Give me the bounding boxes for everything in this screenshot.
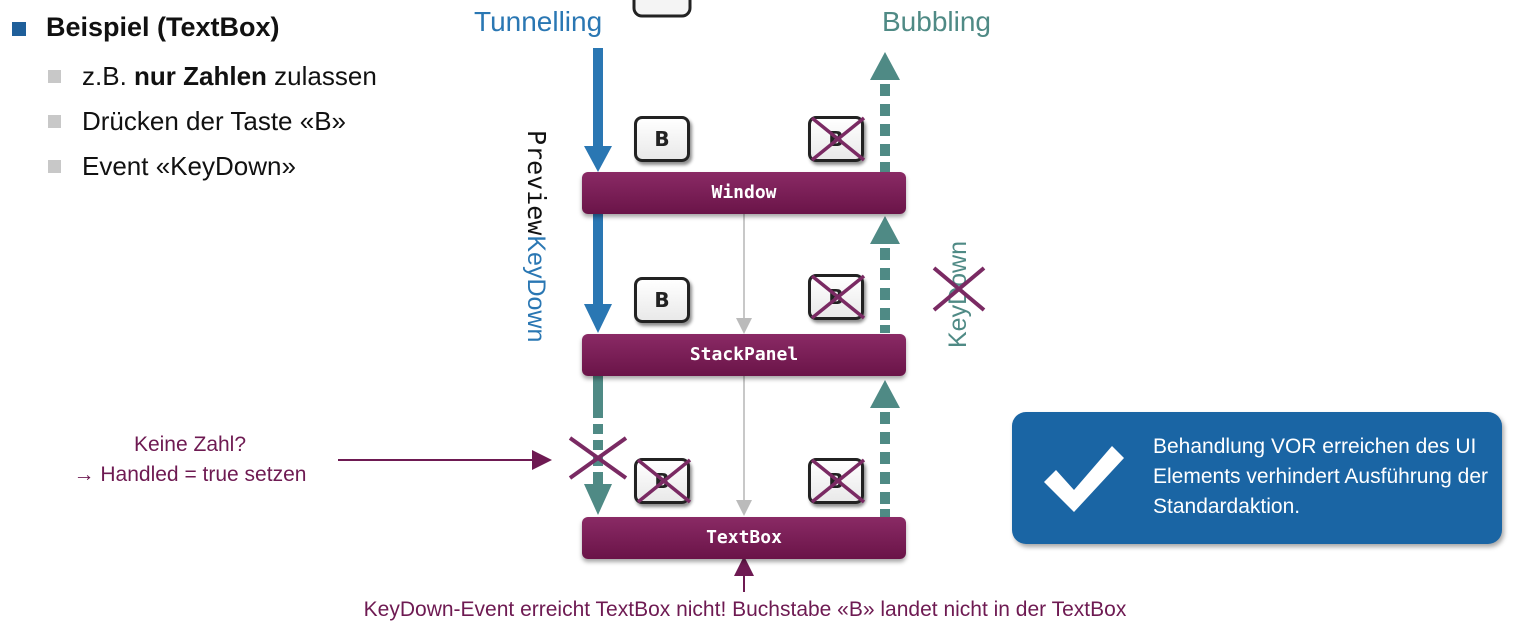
bullet-item-event: Event «KeyDown» <box>82 151 296 181</box>
bubbling-label: Bubbling <box>882 6 991 37</box>
tunnelling-label: Tunnelling <box>474 6 603 37</box>
callout-text: Behandlung VOR erreichen des UI Elements… <box>1153 435 1489 518</box>
key-b-icon: B <box>634 116 690 162</box>
cross-icon <box>810 116 866 162</box>
cross-icon <box>568 436 628 480</box>
bullet-item-numbers: z.B. nur Zahlen zulassen <box>82 61 377 92</box>
cross-icon <box>636 458 692 504</box>
element-window: Window <box>582 172 906 214</box>
sub-bullet-icon <box>48 115 61 128</box>
element-stackpanel: StackPanel <box>582 334 906 376</box>
element-textbox: TextBox <box>582 517 906 559</box>
bullet-item-suffix: zulassen <box>274 61 377 91</box>
preview-keydown-label: PreviewKeyDown <box>522 130 551 342</box>
handled-note-line2: → Handled = true setzen <box>73 463 307 486</box>
callout-box: Behandlung VOR erreichen des UI Elements… <box>1012 412 1502 544</box>
cross-icon <box>810 458 866 504</box>
handled-note: Keine Zahl? → Handled = true setzen <box>50 430 330 490</box>
preview-label: Preview <box>522 130 551 236</box>
keydown-label: KeyDown <box>522 235 550 342</box>
slide-heading: Beispiel (TextBox) <box>46 12 280 42</box>
bubble-arrow-window <box>870 52 900 172</box>
bullet-item-key-press: Drücken der Taste «B» <box>82 106 346 136</box>
bullet-item-bold: nur Zahlen <box>134 61 267 91</box>
top-key-fragment <box>632 0 692 18</box>
bubble-arrow-textbox <box>870 380 900 517</box>
checkmark-icon <box>1044 446 1124 512</box>
sub-bullet-icon <box>48 160 61 173</box>
sub-bullet-icon <box>48 70 61 83</box>
tunnel-arrow-stackpanel <box>584 214 612 333</box>
bottom-note: KeyDown-Event erreicht TextBox nicht! Bu… <box>363 598 1127 621</box>
tunnel-arrow-window <box>584 48 612 172</box>
bullet-item-prefix: z.B. <box>82 61 127 91</box>
key-b-icon: B <box>634 277 690 323</box>
bubble-arrow-stackpanel <box>870 216 900 333</box>
cross-icon <box>810 274 866 320</box>
tunnel-arrow-textbox-handled <box>584 376 612 515</box>
main-bullet-icon <box>12 22 26 36</box>
cross-icon <box>932 266 986 312</box>
handled-note-line1: Keine Zahl? <box>133 433 247 456</box>
